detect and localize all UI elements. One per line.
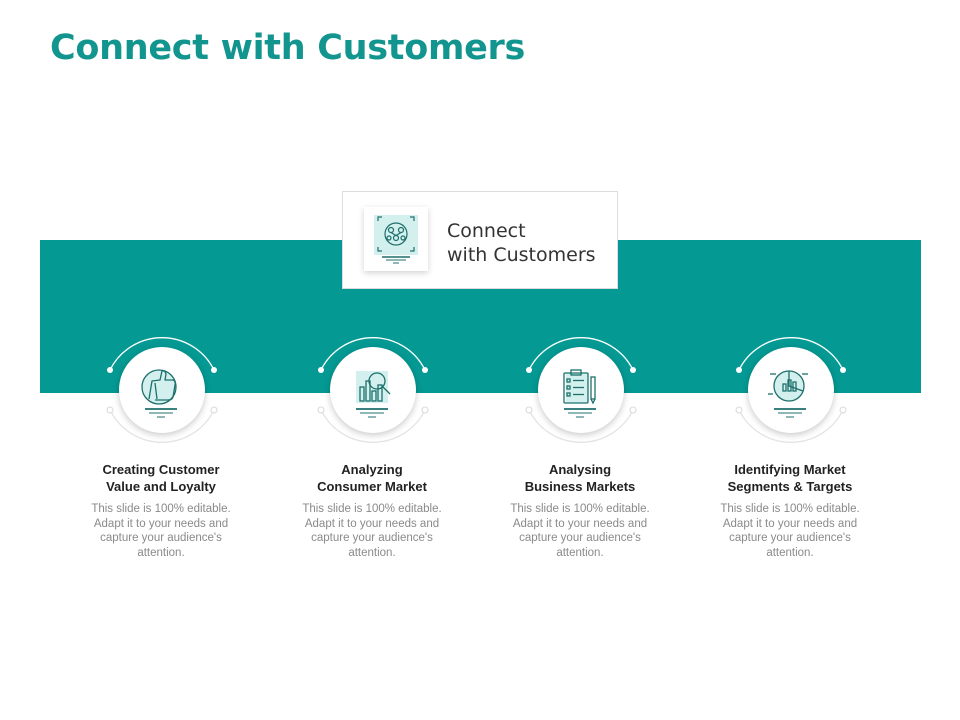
icon-disc: [119, 347, 205, 433]
ring-decoration: [317, 337, 429, 443]
ring-decoration: [106, 337, 218, 443]
ring-decoration: [525, 337, 637, 443]
thumbs-up-icon: [141, 369, 177, 418]
item-consumer-market: Analyzing Consumer Market This slide is …: [272, 330, 472, 570]
page-title: Connect with Customers: [50, 28, 526, 68]
item-body: This slide is 100% editable. Adapt it to…: [302, 503, 442, 559]
ring-decoration: [735, 337, 847, 443]
icon-disc: [748, 347, 834, 433]
item-heading: Identifying Market Segments & Targets: [727, 462, 853, 494]
center-icon-card: [364, 207, 428, 271]
item-body: This slide is 100% editable. Adapt it to…: [91, 503, 231, 559]
item-market-segments: Identifying Market Segments & Targets Th…: [690, 330, 890, 570]
icon-disc: [538, 347, 624, 433]
item-heading: Analyzing Consumer Market: [317, 462, 427, 494]
center-title: Connect with Customers: [447, 220, 596, 266]
clipboard-checklist-icon: [563, 369, 596, 418]
chart-magnifier-icon: [356, 371, 391, 418]
center-card: Connect with Customers: [342, 191, 618, 289]
pie-chart-icon: [768, 370, 808, 418]
customer-network-icon: [374, 215, 418, 264]
item-heading: Creating Customer Value and Loyalty: [102, 462, 220, 494]
item-business-markets: Analysing Business Markets This slide is…: [480, 330, 680, 570]
icon-disc: [330, 347, 416, 433]
item-body: This slide is 100% editable. Adapt it to…: [720, 503, 860, 559]
item-customer-value: Creating Customer Value and Loyalty This…: [61, 330, 261, 570]
item-body: This slide is 100% editable. Adapt it to…: [510, 503, 650, 559]
item-heading: Analysing Business Markets: [524, 462, 636, 494]
